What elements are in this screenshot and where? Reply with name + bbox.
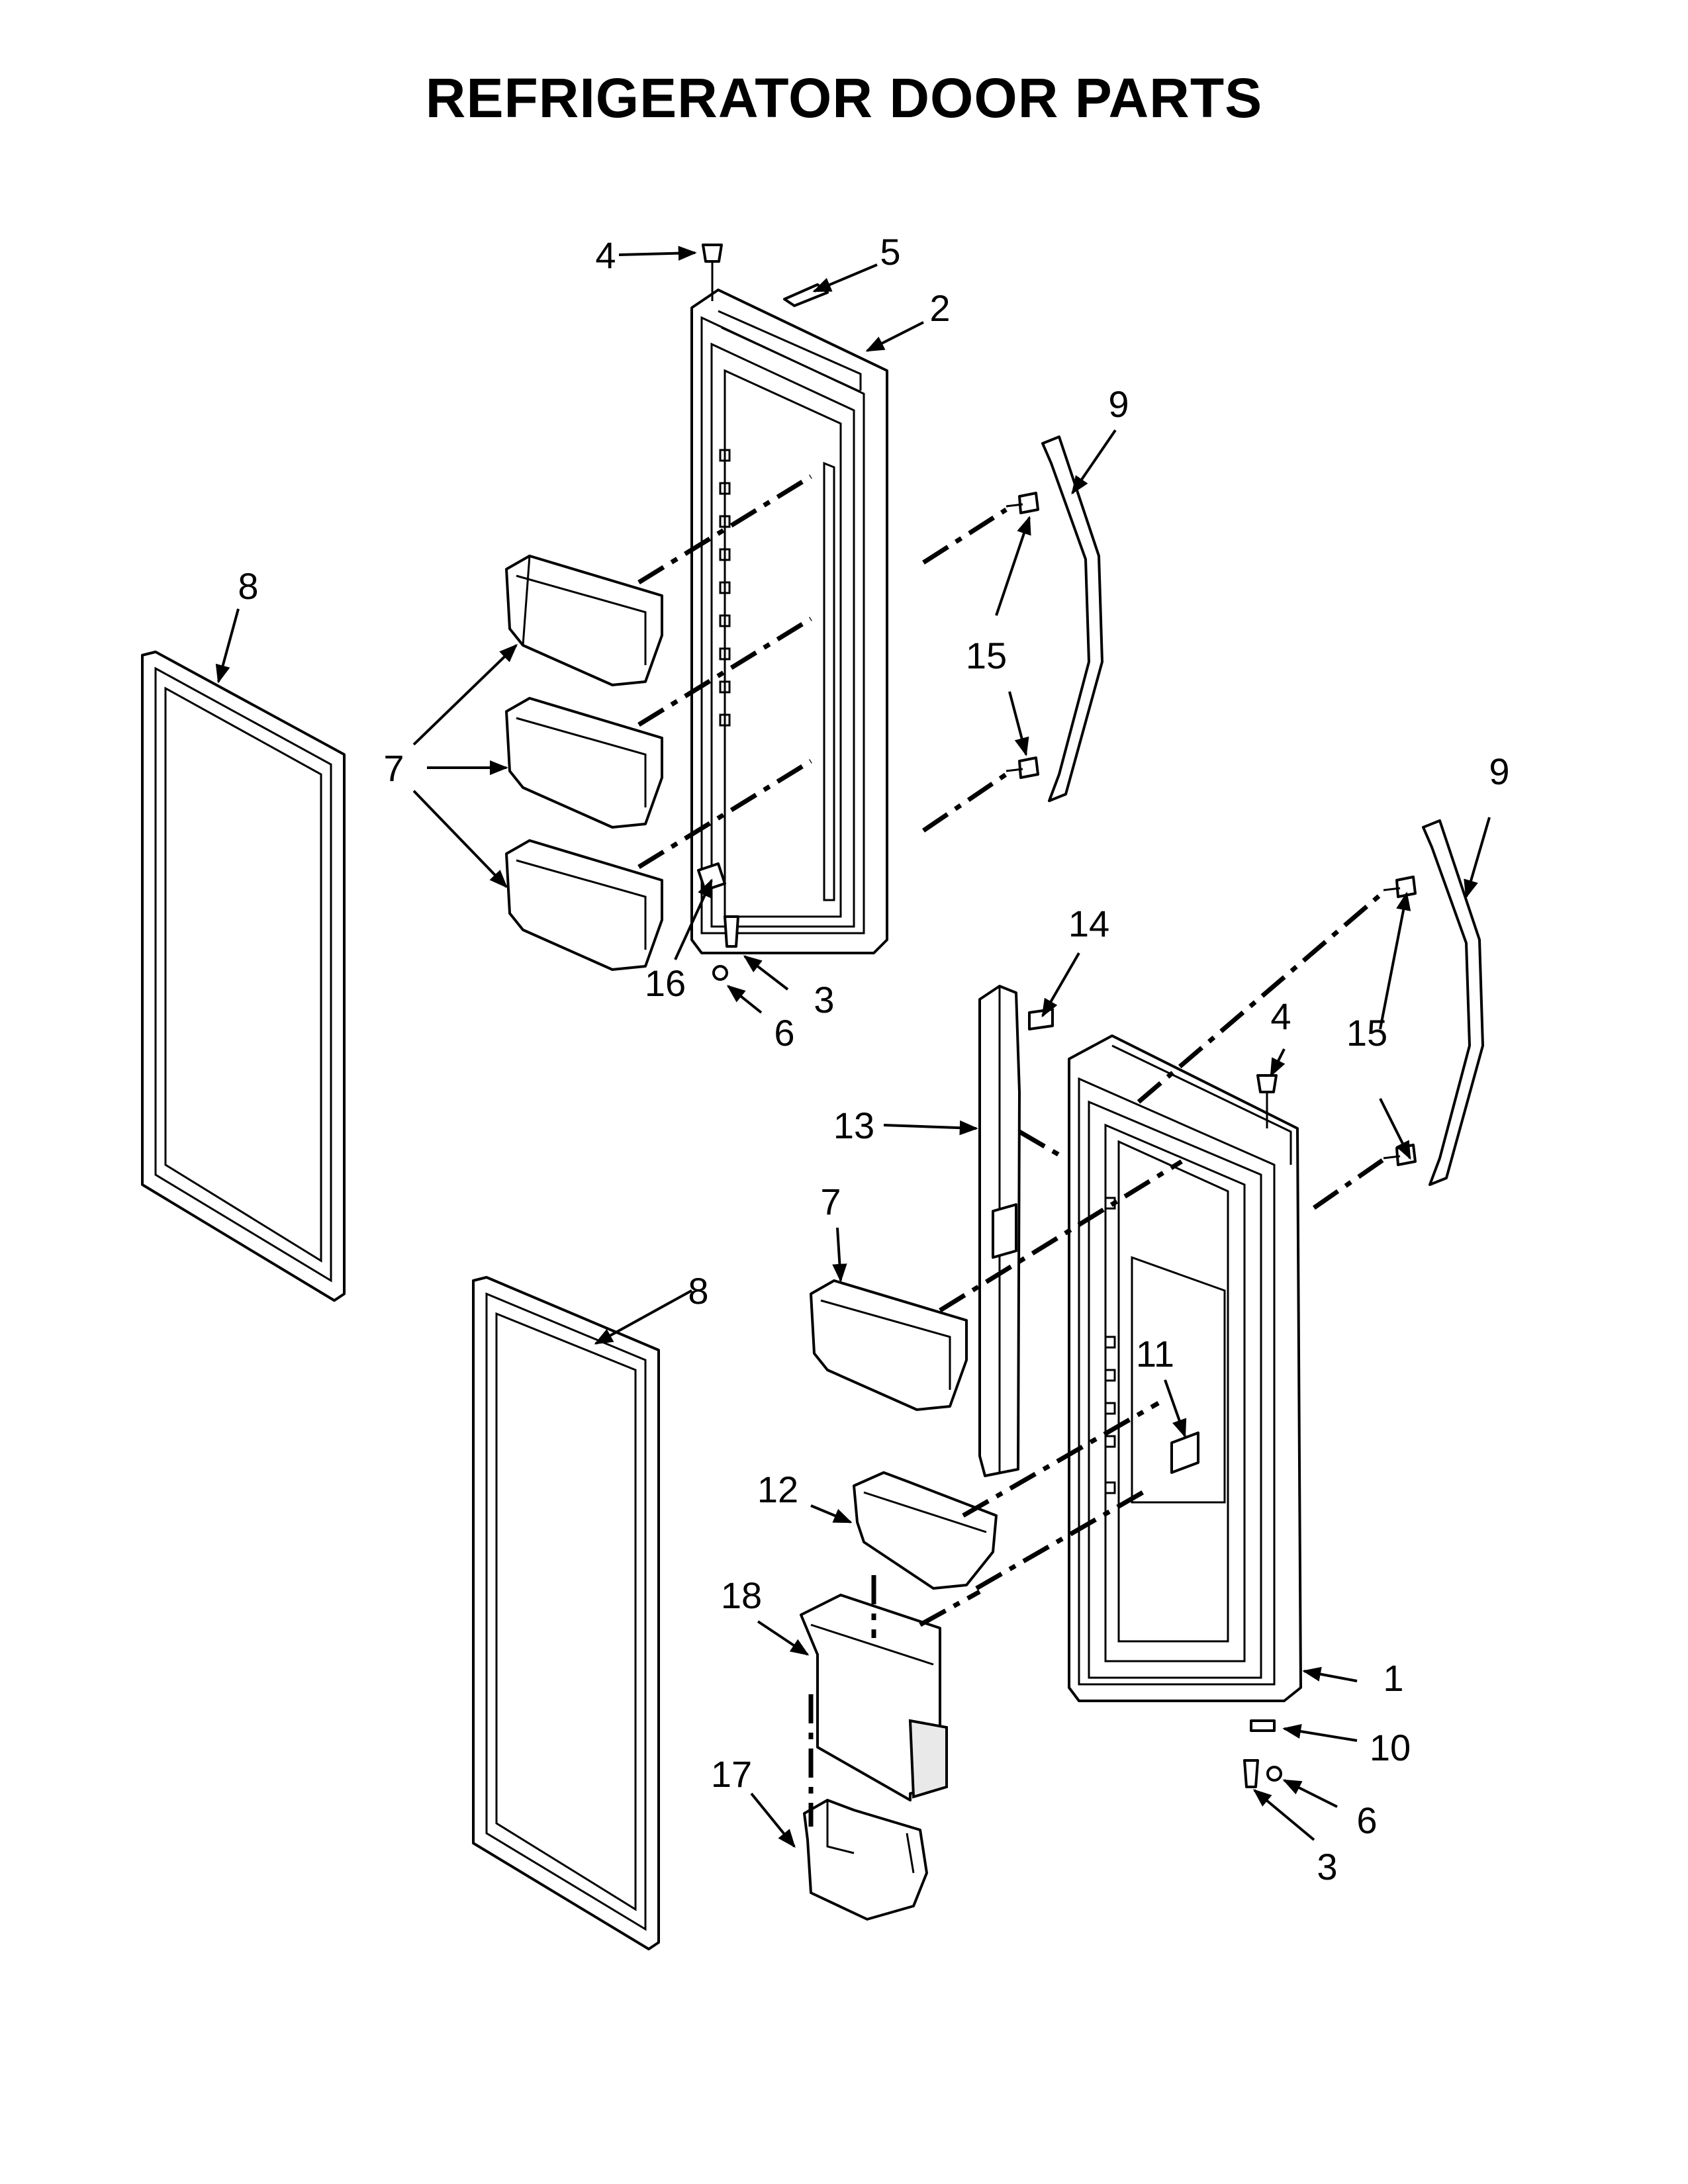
right-door-bin xyxy=(810,1279,968,1411)
callout-17: 17 xyxy=(711,1753,752,1795)
callout-8-right: 8 xyxy=(688,1270,708,1312)
callout-6-bottom: 6 xyxy=(1356,1799,1377,1841)
callout-18: 18 xyxy=(721,1574,762,1616)
callout-1: 1 xyxy=(1383,1657,1403,1699)
callout-12: 12 xyxy=(757,1469,798,1510)
callout-15-right: 15 xyxy=(1346,1012,1387,1054)
callout-13: 13 xyxy=(833,1105,874,1146)
callout-3-top: 3 xyxy=(814,979,834,1021)
callout-8-left: 8 xyxy=(238,565,258,607)
callout-2: 2 xyxy=(929,287,950,329)
right-door-assembly xyxy=(1068,1034,1302,1788)
callout-9-left: 9 xyxy=(1108,383,1129,425)
callout-4-top: 4 xyxy=(595,234,616,276)
left-door-handle xyxy=(1006,435,1103,802)
callout-6-top: 6 xyxy=(774,1012,794,1054)
callout-10: 10 xyxy=(1370,1727,1411,1768)
diagram-title: REFRIGERATOR DOOR PARTS xyxy=(425,67,1263,129)
callout-5: 5 xyxy=(880,231,900,273)
callout-9-right: 9 xyxy=(1489,751,1509,792)
left-door-bins xyxy=(505,555,663,971)
center-mullion xyxy=(978,985,1054,1477)
right-door-gasket xyxy=(472,1276,660,1950)
callout-4-right: 4 xyxy=(1270,995,1291,1037)
callout-7-left: 7 xyxy=(383,747,404,789)
right-door-handle xyxy=(1383,819,1484,1186)
callout-labels: 4 5 2 9 8 15 7 16 3 6 9 14 4 15 13 7 8 1… xyxy=(238,231,1509,1888)
callout-15-left: 15 xyxy=(966,635,1007,676)
callout-14: 14 xyxy=(1068,903,1109,944)
callout-7-right: 7 xyxy=(820,1181,841,1222)
lower-bins xyxy=(800,1471,998,1921)
assembly-lines xyxy=(637,475,1385,1827)
callout-11: 11 xyxy=(1136,1333,1174,1375)
callout-3-bottom: 3 xyxy=(1317,1846,1337,1888)
callout-16: 16 xyxy=(645,962,686,1004)
callout-leaders xyxy=(215,246,1491,1848)
left-door-assembly xyxy=(690,244,888,981)
left-door-gasket xyxy=(141,651,346,1302)
